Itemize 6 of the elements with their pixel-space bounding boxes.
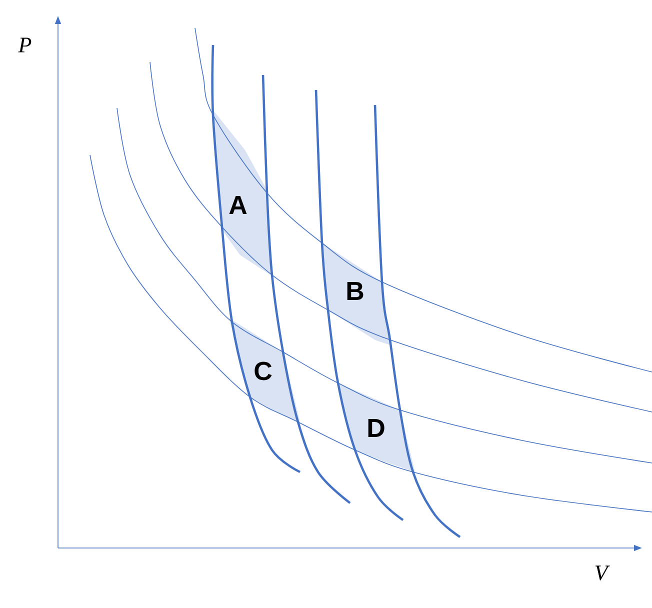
shaded-region: B: [322, 243, 390, 345]
shaded-region: C: [229, 318, 300, 422]
shaded-region: D: [338, 383, 415, 472]
shaded-region: A: [213, 110, 272, 276]
axis-label: P: [18, 38, 32, 52]
axis-label: V: [595, 566, 610, 580]
